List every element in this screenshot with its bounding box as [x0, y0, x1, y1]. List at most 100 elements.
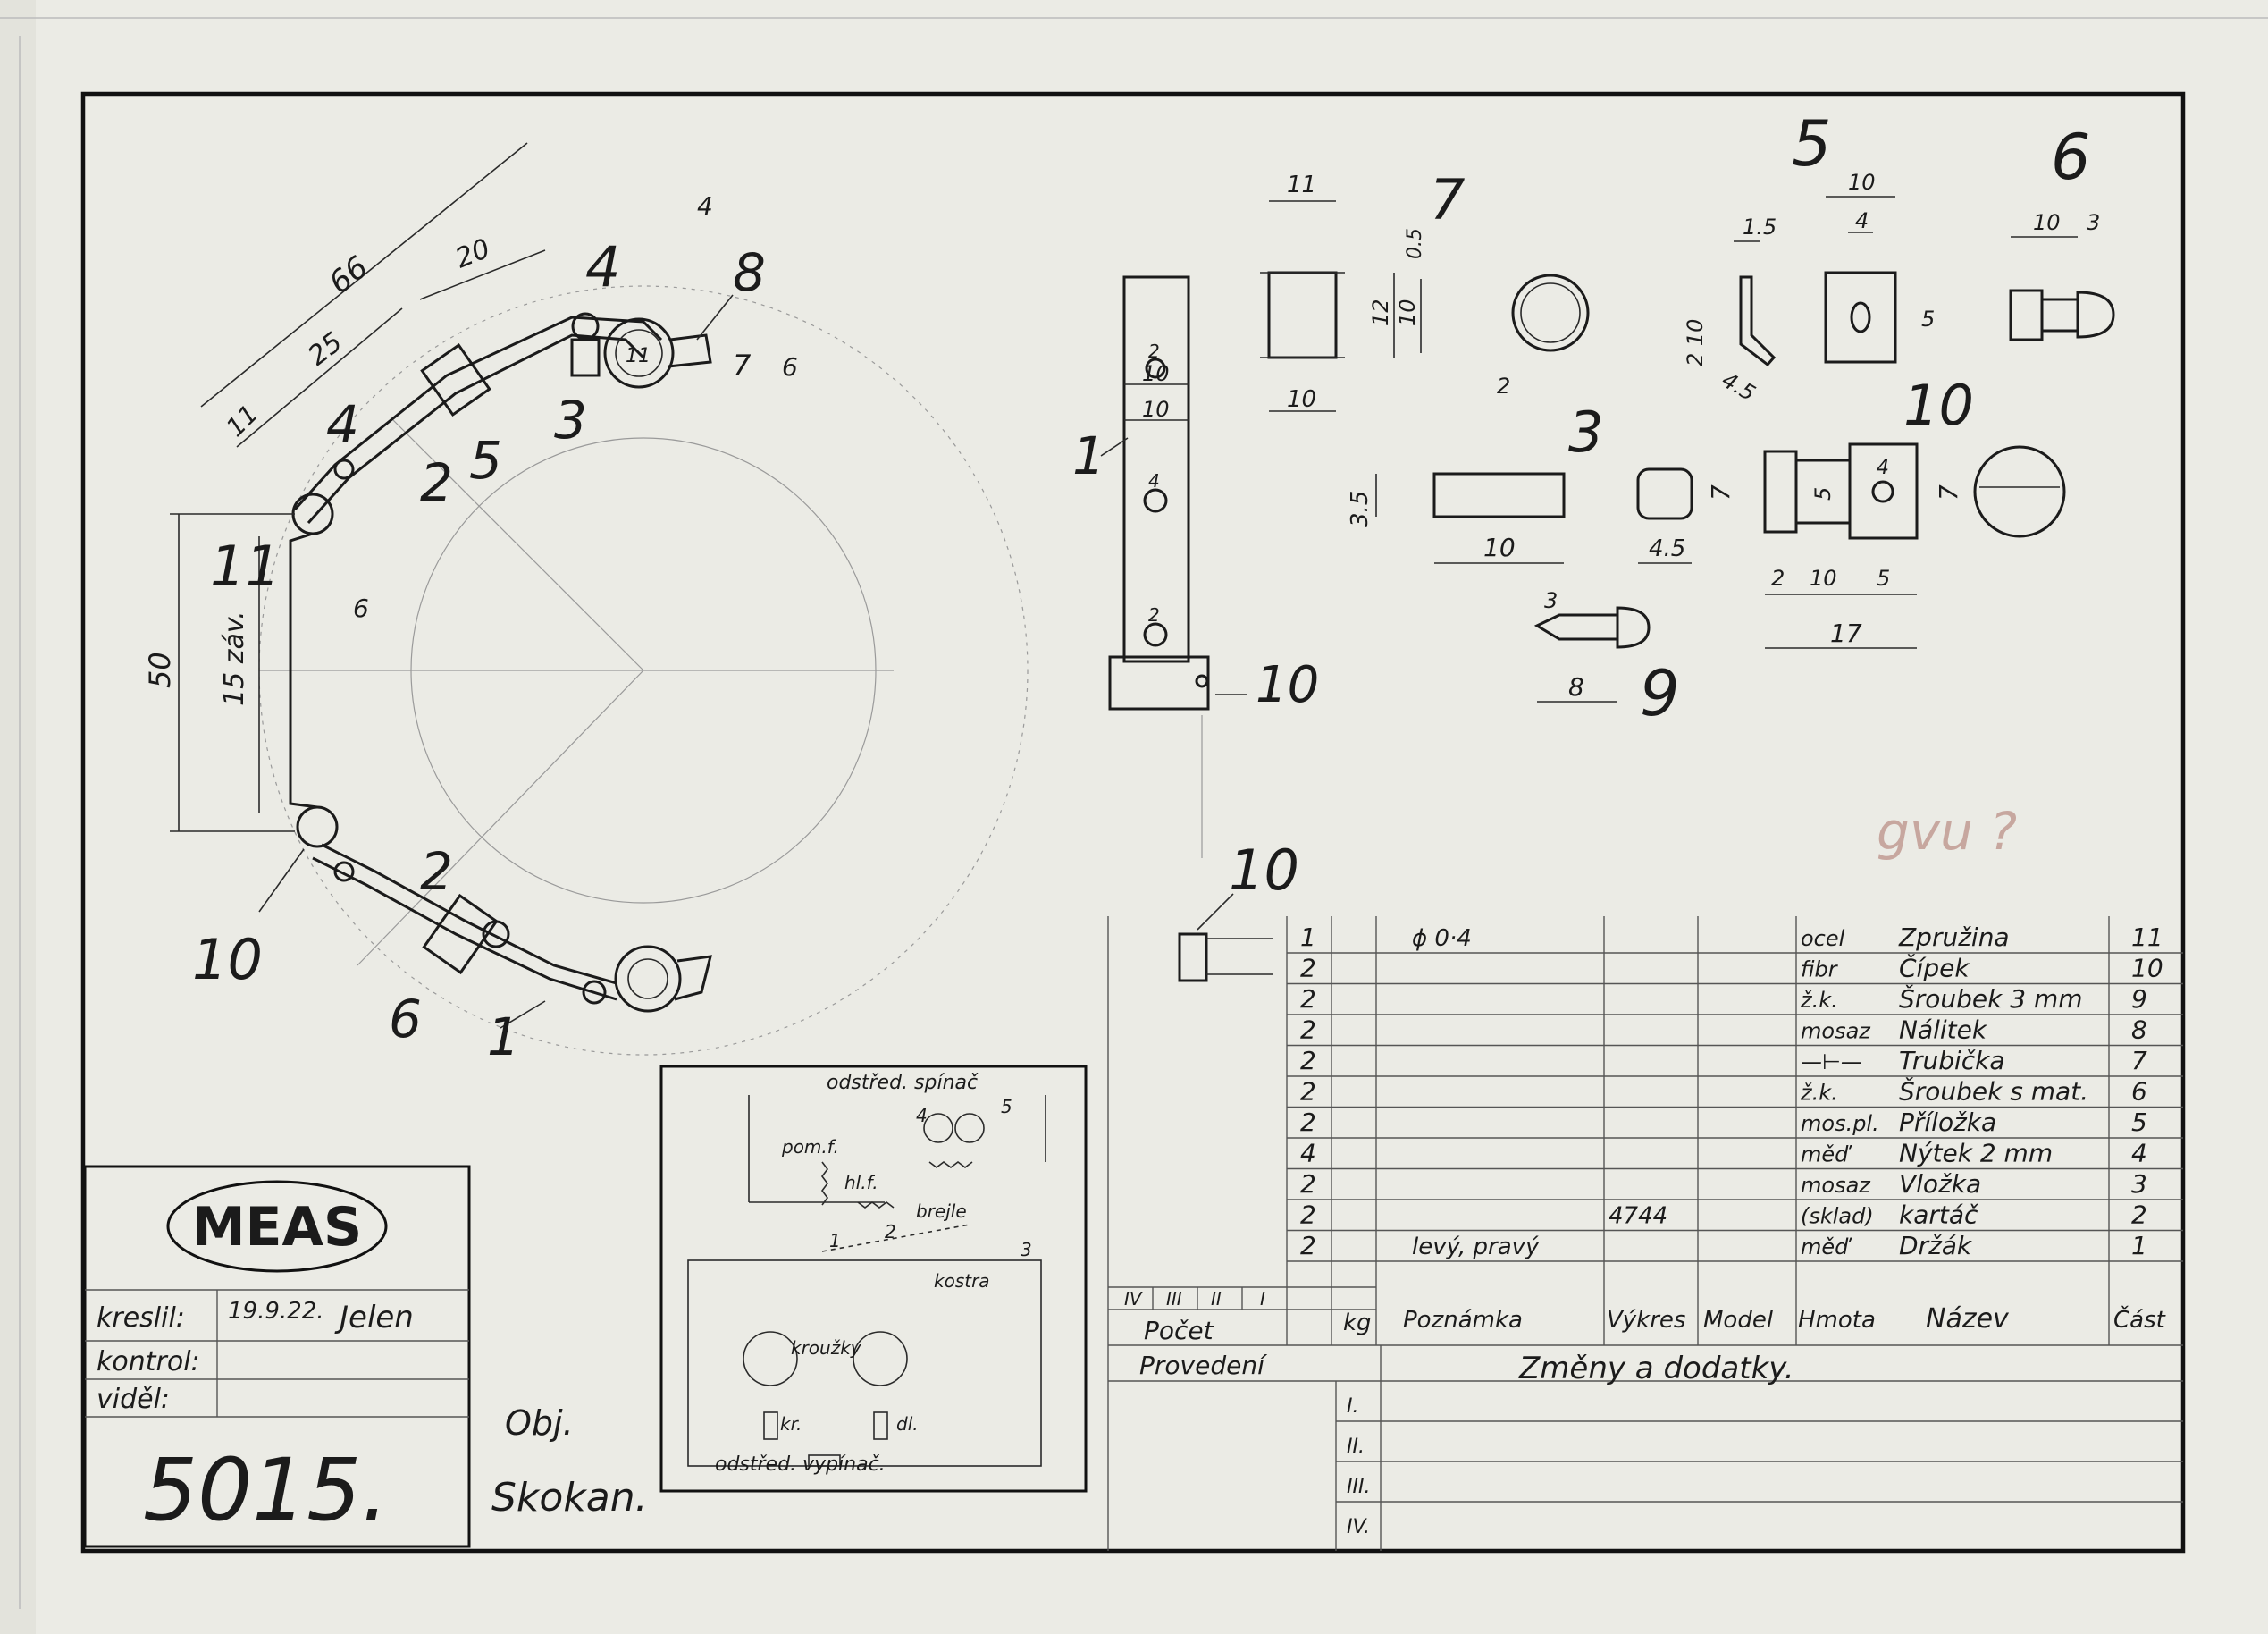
dim-line-20 [419, 249, 546, 300]
dim-4a: 4 [697, 191, 713, 221]
table-cell-material: fibr [1801, 957, 1839, 982]
wiring-n3: 3 [1021, 1239, 1032, 1260]
drawing-border [80, 91, 2186, 1554]
part-10-dim-5-text: 5 [1810, 487, 1835, 501]
roman-col-iv: IV [1124, 1288, 1143, 1310]
leader-10a [258, 848, 305, 913]
spring-coil [289, 532, 318, 809]
wiring-brush-b [873, 1411, 888, 1440]
change-row-i: I. [1347, 1395, 1358, 1418]
wiring-n4: 4 [916, 1105, 928, 1126]
part-label-5: 5 [469, 430, 502, 491]
roman-col-iii: III [1166, 1288, 1182, 1310]
part-10-dim-7a-text: 7 [1706, 484, 1735, 501]
table-cell-material: ž.k. [1800, 988, 1838, 1013]
part-label-4-left: 4 [326, 394, 359, 455]
part-9-dim-3-text: 3 [1544, 588, 1558, 613]
wiring-frame [659, 1065, 1088, 1493]
wiring-hlf: hl.f. [844, 1172, 878, 1193]
table-cell-material: (sklad) [1801, 1204, 1874, 1229]
change-row-iii: III. [1347, 1476, 1370, 1498]
part-1-hole-c [1143, 622, 1168, 647]
upper-insert [570, 338, 601, 377]
part-10-head [1848, 442, 1919, 540]
part-label-10-detail-b: 10 [1903, 373, 1974, 438]
part-label-1-assembly: 1 [487, 1007, 520, 1067]
table-cell-name: Šroubek s mat. [1899, 1076, 2088, 1107]
obj-label: Obj. [505, 1403, 574, 1443]
roman-col-i: I [1260, 1288, 1265, 1310]
kreslil-label: kreslil: [97, 1302, 185, 1334]
lower-ring [614, 945, 682, 1013]
kreslil-signature: Jelen [334, 1300, 414, 1335]
part-10-dim-5b-text: 5 [1877, 566, 1890, 591]
part-3-dim-10-text: 10 [1483, 533, 1516, 562]
part-7-end [1511, 274, 1590, 352]
part-10-dim-7b-text: 7 [1934, 484, 1963, 501]
header-kg: kg [1343, 1310, 1372, 1336]
lower-ring-inner [627, 958, 668, 999]
part-7-dim-10-text: 10 [1287, 386, 1316, 413]
part-label-11: 11 [210, 534, 281, 599]
part-10-side-leader [1197, 893, 1234, 931]
part-6-head [2076, 291, 2115, 339]
table-cell-part: 4 [2131, 1139, 2147, 1168]
lower-nalitek [674, 955, 712, 1001]
table-cell-qty: 2 [1300, 1169, 1316, 1199]
meas-logo[interactable]: MEAS [192, 1196, 362, 1259]
part-5-side [1739, 275, 1777, 367]
table-cell-drawing: 4744 [1609, 1203, 1667, 1230]
header-model: Model [1703, 1307, 1774, 1334]
part-10-detail: 7 5 4 7 2 10 5 17 10 [1706, 373, 2066, 649]
part-label-10-side: 10 [1229, 838, 1299, 903]
wiring-switch-coil [928, 1161, 973, 1168]
upper-ring-inner [615, 329, 663, 377]
lower-clamp [422, 893, 499, 975]
wiring-n1: 1 [829, 1230, 841, 1251]
table-cell-qty: 4 [1300, 1139, 1316, 1168]
part-label-3: 3 [554, 390, 587, 451]
roman-col-ii: II [1211, 1288, 1222, 1310]
spring-eye-lower [296, 805, 339, 848]
wiring-dl: dl. [896, 1413, 919, 1435]
table-cell-material: —⊢— [1801, 1049, 1862, 1074]
table-cell-qty: 2 [1300, 1108, 1316, 1137]
header-pocet: Počet [1144, 1316, 1214, 1345]
part-7-dim-11-text: 11 [1287, 172, 1316, 198]
table-cell-qty: 2 [1300, 1200, 1316, 1230]
table-cell-qty: 2 [1300, 1046, 1316, 1075]
part-10-dim-4-text: 4 [1877, 457, 1889, 479]
part-1-dim-10b-text: 10 [1142, 397, 1170, 422]
part-10-end [1973, 445, 2066, 538]
header-hmota: Hmota [1798, 1307, 1876, 1334]
part-10-dim-10-text: 10 [1810, 566, 1837, 591]
drawing-title: Skokan. [491, 1475, 648, 1520]
holder-arm-upper [293, 316, 663, 511]
table-cell-name: Čípek [1899, 953, 1970, 983]
part-9-head [1616, 606, 1651, 649]
header-cast: Část [2113, 1305, 2166, 1334]
wiring-pom-coil [821, 1161, 828, 1206]
table-cell-name: Držák [1899, 1231, 1973, 1260]
part-10-dim-2-text: 2 [1771, 566, 1785, 591]
table-cell-part: 2 [2131, 1200, 2147, 1230]
table-cell-material: mosaz [1801, 1173, 1871, 1198]
table-cell-material: ž.k. [1800, 1081, 1838, 1106]
holder-arm-lower-2 [312, 856, 617, 1001]
part-label-8: 8 [733, 242, 766, 303]
kontrol-label: kontrol: [97, 1346, 200, 1377]
part-9-detail: 3 8 9 [1533, 588, 1680, 730]
upper-ring [603, 317, 675, 389]
part-7-end-inner [1520, 282, 1581, 343]
leader-1a [500, 1000, 546, 1029]
table-cell-part: 11 [2131, 922, 2163, 952]
part-5-dim-210-text: 2 10 [1683, 319, 1708, 366]
table-cell-name: Zpružina [1898, 922, 2010, 952]
part-3-dim-2-text: 2 [1497, 374, 1510, 399]
wiring-cutout [808, 1454, 841, 1467]
upper-clamp [420, 342, 491, 417]
wiring-ring-b [853, 1331, 908, 1386]
part-label-6: 6 [389, 989, 422, 1049]
change-row-ii: II. [1347, 1436, 1365, 1458]
